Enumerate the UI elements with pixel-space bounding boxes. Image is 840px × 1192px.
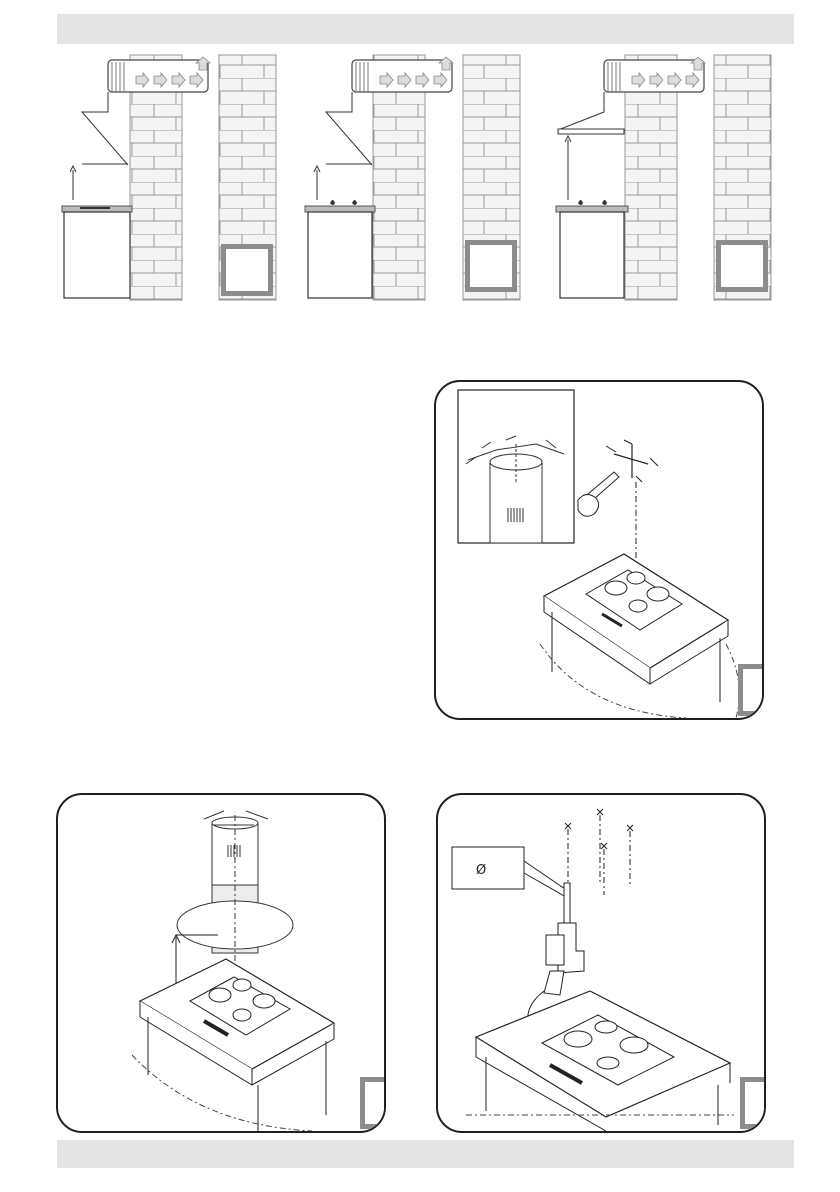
- figure-panel-height: [56, 793, 386, 1133]
- figure-tag-4: [738, 664, 764, 716]
- drilling-diagram: Ø: [438, 795, 764, 1131]
- figure-panel-marking: [434, 380, 764, 720]
- figure-panel-drilling: Ø: [436, 793, 766, 1133]
- figure-tag-6: [740, 1077, 766, 1129]
- figure-tag-2: [465, 240, 517, 292]
- marking-diagram: [436, 382, 762, 718]
- footer-bar: [57, 1140, 794, 1168]
- figure-tag-1: [221, 244, 273, 296]
- wall-mount-diagrams: [0, 0, 840, 320]
- drill-diameter-symbol: Ø: [476, 863, 486, 878]
- height-diagram: [58, 795, 384, 1131]
- figure-tag-3: [716, 240, 768, 292]
- figure-tag-5: [360, 1077, 386, 1129]
